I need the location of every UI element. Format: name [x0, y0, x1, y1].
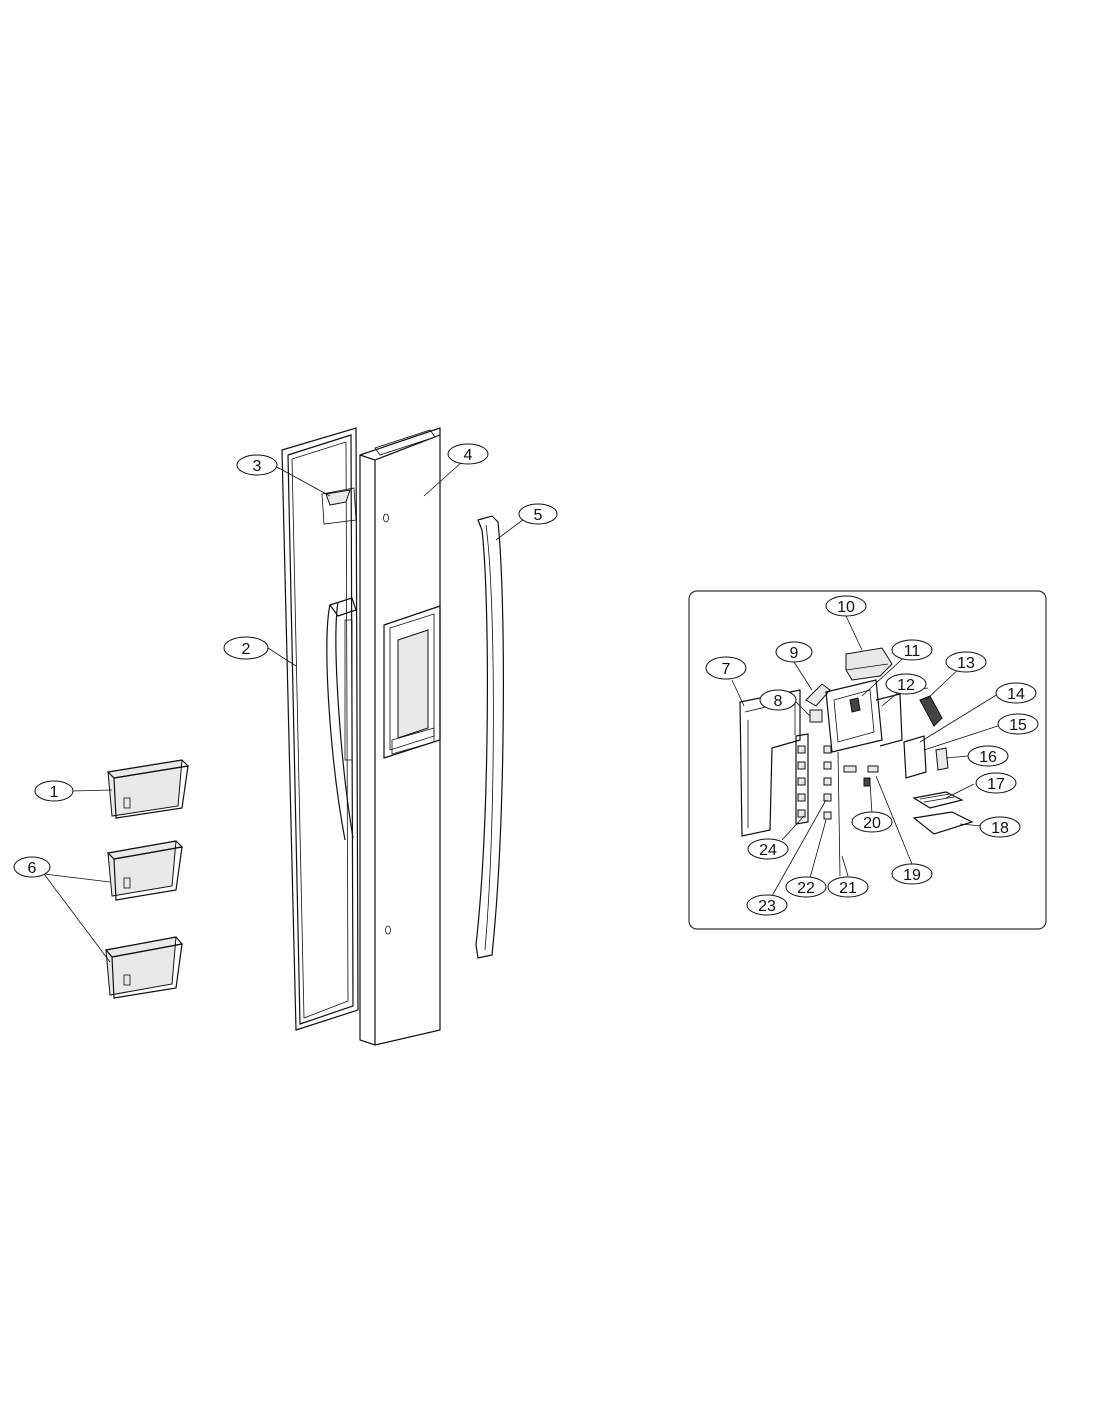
svg-text:24: 24	[759, 842, 777, 859]
callout-15: 15	[997, 713, 1039, 735]
callout-10: 10	[825, 595, 867, 617]
leader-lines	[43, 461, 1005, 963]
svg-text:22: 22	[797, 880, 815, 897]
callout-12: 12	[885, 673, 927, 695]
ice-funnel	[845, 647, 893, 681]
drip-tray	[912, 811, 974, 835]
lever-bracket	[805, 683, 831, 707]
svg-text:15: 15	[1009, 717, 1027, 734]
door-inner-liner	[321, 487, 357, 841]
svg-text:17: 17	[987, 776, 1005, 793]
lock-switch	[843, 765, 879, 787]
svg-text:10: 10	[837, 599, 855, 616]
outer-door-panel	[359, 427, 441, 1046]
door-handle	[475, 515, 505, 959]
callout-11: 11	[891, 639, 933, 661]
svg-text:21: 21	[839, 880, 857, 897]
callout-2: 2	[223, 636, 269, 660]
button-panel	[795, 733, 809, 825]
callout-9: 9	[775, 641, 813, 663]
door-bin-middle	[106, 840, 184, 901]
dispenser-assembly-frame	[688, 590, 1047, 930]
callout-17: 17	[975, 772, 1017, 794]
svg-text:14: 14	[1007, 686, 1025, 703]
svg-text:20: 20	[863, 815, 881, 832]
callout-8: 8	[759, 689, 797, 711]
svg-text:6: 6	[28, 860, 37, 877]
callout-7: 7	[705, 656, 747, 680]
callout-5: 5	[518, 503, 558, 525]
callout-20: 20	[851, 811, 893, 833]
svg-text:3: 3	[253, 458, 262, 475]
svg-text:7: 7	[722, 661, 731, 678]
svg-text:5: 5	[534, 507, 543, 524]
door-gasket	[281, 427, 359, 1031]
callout-4: 4	[447, 443, 489, 465]
callout-22: 22	[785, 876, 827, 898]
callout-1: 1	[34, 780, 74, 802]
callout-19: 19	[891, 863, 933, 885]
callout-13: 13	[945, 651, 987, 673]
callout-18: 18	[979, 816, 1021, 838]
switch-column	[823, 745, 832, 820]
switch-plate	[903, 735, 927, 779]
svg-text:4: 4	[464, 447, 473, 464]
svg-text:1: 1	[50, 784, 59, 801]
svg-text:18: 18	[991, 820, 1009, 837]
svg-text:19: 19	[903, 867, 921, 884]
svg-text:16: 16	[979, 749, 997, 766]
svg-text:13: 13	[957, 655, 975, 672]
micro-switch	[935, 747, 949, 771]
svg-text:9: 9	[790, 645, 799, 662]
callout-3: 3	[236, 454, 278, 476]
drip-tray-grille	[912, 791, 964, 809]
svg-text:11: 11	[904, 643, 921, 660]
svg-text:8: 8	[774, 693, 783, 710]
callout-14: 14	[995, 682, 1037, 704]
callout-21: 21	[827, 876, 869, 898]
svg-text:23: 23	[758, 898, 776, 915]
button-cap	[809, 709, 823, 723]
ice-paddle	[911, 687, 943, 727]
water-tube	[837, 751, 841, 877]
door-bin-bottom	[104, 936, 184, 999]
callout-24: 24	[747, 838, 789, 860]
callout-23: 23	[746, 894, 788, 916]
dispenser-frame	[825, 679, 903, 753]
callout-16: 16	[967, 745, 1009, 767]
callout-6: 6	[13, 856, 51, 878]
svg-text:12: 12	[897, 677, 915, 694]
dispenser-cover	[739, 689, 801, 837]
svg-text:2: 2	[242, 641, 251, 658]
door-bin-top	[106, 759, 190, 819]
